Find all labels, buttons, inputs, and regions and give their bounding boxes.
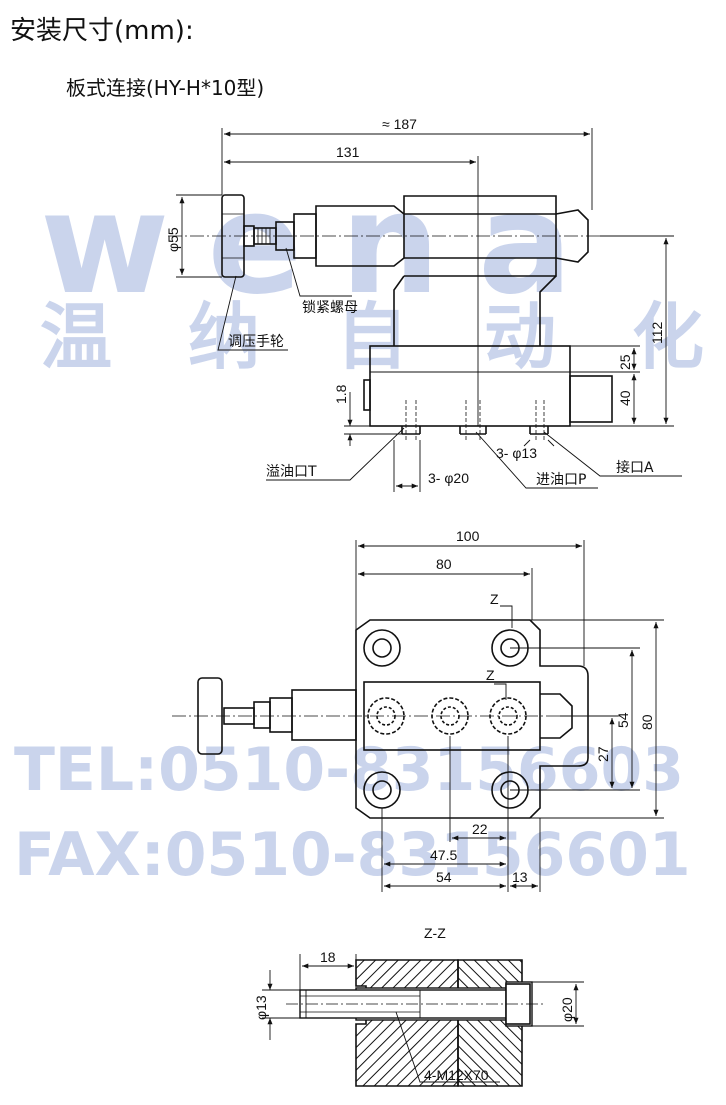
- dim-80-right: 80: [639, 714, 655, 730]
- dim-40: 40: [617, 390, 633, 406]
- dim-27: 27: [595, 746, 611, 762]
- watermark-char-3: 自: [336, 295, 408, 379]
- page-title: 安装尺寸(mm):: [10, 16, 194, 46]
- watermark-fax: FAX:0510-83156601: [14, 820, 691, 890]
- dim-18: 18: [320, 949, 336, 965]
- dim-22: 22: [472, 821, 488, 837]
- section-view-dimensions: [262, 954, 584, 1083]
- label-handwheel: 调压手轮: [228, 334, 284, 350]
- dim-overall-length: ≈ 187: [382, 116, 417, 132]
- dim-3-phi13: 3- φ13: [496, 445, 537, 461]
- dim-1-8: 1.8: [333, 384, 349, 404]
- label-port-a: 接口A: [616, 459, 654, 476]
- dim-3-phi20: 3- φ20: [428, 470, 469, 486]
- watermark-char-5: 化: [632, 295, 704, 379]
- section-mark-z-1: Z: [490, 591, 499, 607]
- subplate-outline: [355, 619, 589, 819]
- dim-phi13: φ13: [253, 995, 269, 1020]
- port-t-hidden: [367, 697, 405, 735]
- dim-112: 112: [649, 321, 665, 344]
- watermark-char-4: 动: [484, 295, 556, 379]
- top-end-cap: [540, 693, 573, 739]
- watermark-char-1: 温: [40, 295, 112, 379]
- front-view-dimensions: [176, 128, 682, 492]
- mounting-hole-1: [363, 629, 401, 667]
- dim-47-5: 47.5: [430, 847, 457, 863]
- section-mark-z-2: Z: [486, 667, 495, 683]
- dim-131: 131: [336, 144, 360, 160]
- top-view: [172, 619, 620, 819]
- front-view-labels: ≈ 187 131 φ55 112 25 40 1.8 3- φ13 3- φ2…: [165, 116, 665, 488]
- label-port-p: 进油口P: [536, 472, 586, 488]
- port-p-hidden: [431, 697, 469, 735]
- dim-100: 100: [456, 528, 480, 544]
- front-view: [168, 194, 628, 440]
- section-view: Z-Z: [286, 925, 546, 1087]
- top-view-dimensions: [355, 540, 664, 892]
- top-view-labels: 100 80 80 54 27 22 47.5 54 13 Z Z: [430, 528, 655, 885]
- valve-body-upper: [403, 195, 557, 277]
- section-title: Z-Z: [424, 925, 446, 941]
- watermark-char-2: 纳: [188, 295, 260, 379]
- valve-neck: [393, 275, 405, 346]
- dim-54-right: 54: [615, 712, 631, 728]
- top-handwheel: [197, 677, 223, 755]
- label-bolts: 4-M12X70: [424, 1067, 489, 1083]
- watermark-brand: wena: [40, 163, 610, 326]
- dim-25: 25: [617, 354, 633, 370]
- dim-80-top: 80: [436, 556, 452, 572]
- port-a-boss: [569, 375, 613, 423]
- dim-13: 13: [512, 869, 528, 885]
- top-valve-body: [363, 681, 541, 751]
- page-subtitle: 板式连接(HY-H*10型): [66, 76, 265, 100]
- dim-54-bottom: 54: [436, 869, 452, 885]
- label-port-t: 溢油口T: [266, 464, 317, 480]
- dim-phi20: φ20: [559, 997, 575, 1022]
- port-a-hidden: [489, 697, 527, 735]
- top-bonnet: [291, 689, 357, 741]
- watermark-tel: TEL:0510-83156603: [14, 735, 684, 805]
- dim-phi55: φ55: [165, 227, 181, 252]
- watermark-layer: wena 温 纳 自 动 化 TEL:0510-83156603 FAX:051…: [14, 163, 704, 890]
- label-lock-nut: 锁紧螺母: [302, 300, 358, 316]
- section-view-labels: 18 φ13 φ20 4-M12X70: [253, 949, 575, 1083]
- end-cap: [555, 209, 589, 263]
